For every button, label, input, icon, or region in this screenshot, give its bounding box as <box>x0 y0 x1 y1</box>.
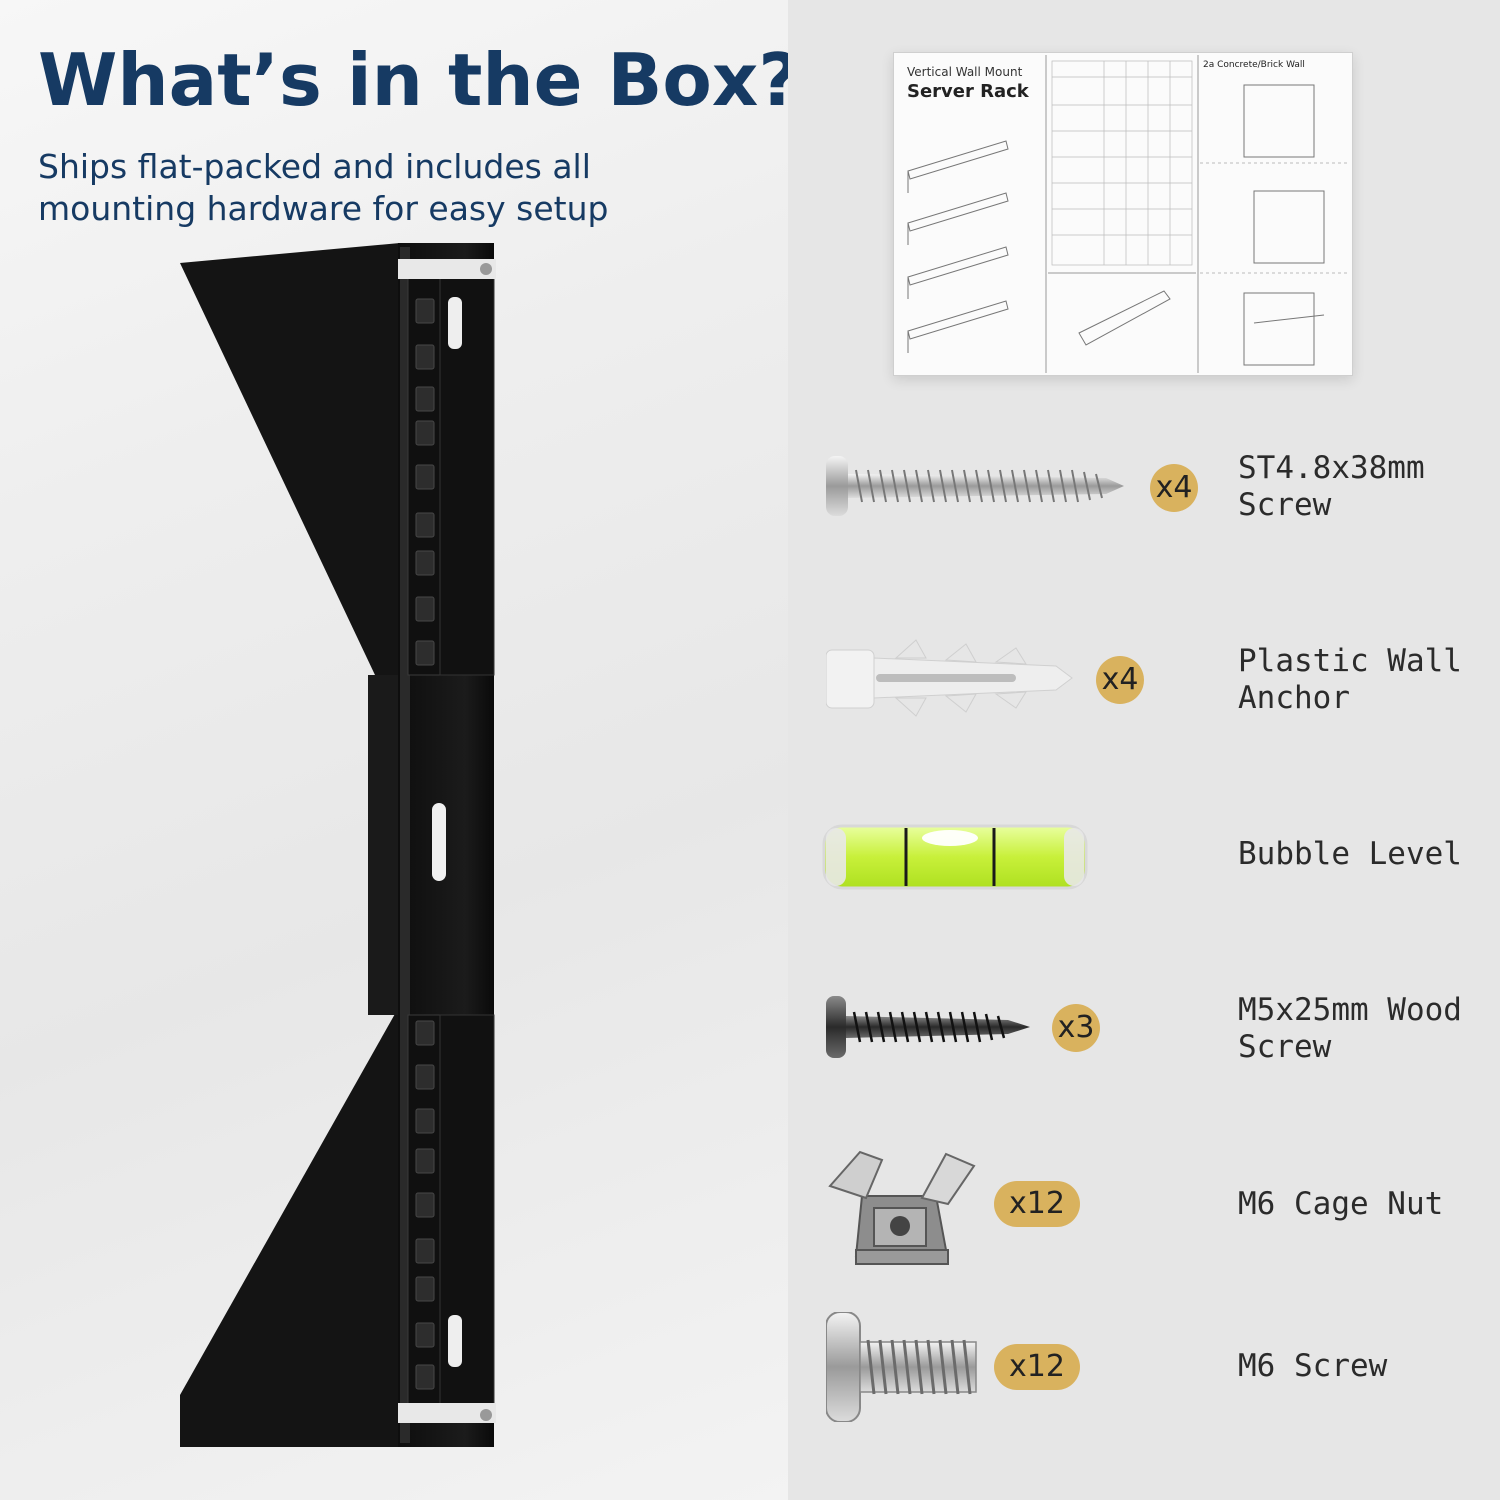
quantity-badge: x12 <box>994 1181 1080 1227</box>
quantity-badge: x4 <box>1150 464 1198 512</box>
part-label-line1: ST4.8x38mm <box>1238 450 1425 486</box>
wall-anchor-icon <box>826 639 1073 717</box>
manual-drawing <box>907 55 1350 373</box>
part-label-line2: Screw <box>1238 1029 1332 1065</box>
part-label: ST4.8x38mm Screw <box>1238 450 1425 524</box>
cage-nut-icon <box>828 1150 976 1265</box>
part-label-line1: M6 Screw <box>1238 1348 1388 1384</box>
part-label-line1: Plastic Wall <box>1238 643 1462 679</box>
bubble-level-icon <box>822 824 1088 890</box>
manual-title: Server Rack <box>907 81 1029 102</box>
self-tapping-screw-icon <box>826 456 1124 516</box>
part-label-line1: M5x25mm Wood <box>1238 992 1462 1028</box>
instruction-manual-image: Vertical Wall Mount Server Rack 2a Concr… <box>893 52 1353 376</box>
part-label: M5x25mm Wood Screw <box>1238 992 1462 1066</box>
wall-mount-rack-image <box>180 243 496 1447</box>
manual-title-small: Vertical Wall Mount <box>907 65 1023 79</box>
part-label: M6 Screw <box>1238 1348 1387 1385</box>
quantity-badge: x3 <box>1052 1004 1100 1052</box>
quantity-badge: x4 <box>1096 656 1144 704</box>
page-subtitle: Ships flat-packed and includes all mount… <box>38 147 609 228</box>
quantity-badge: x12 <box>994 1344 1080 1390</box>
part-label-line2: Screw <box>1238 487 1332 523</box>
part-label: Plastic Wall Anchor <box>1238 643 1462 717</box>
part-label-line1: M6 Cage Nut <box>1238 1186 1444 1222</box>
part-label-line2: Anchor <box>1238 680 1350 716</box>
part-label: M6 Cage Nut <box>1238 1186 1443 1223</box>
part-label: Bubble Level <box>1238 836 1462 873</box>
manual-section-label: 2a Concrete/Brick Wall <box>1203 60 1305 70</box>
machine-screw-icon <box>826 1312 977 1422</box>
part-label-line1: Bubble Level <box>1238 836 1462 872</box>
page-title: What’s in the Box? <box>38 38 788 122</box>
product-panel: What’s in the Box? Ships flat-packed and… <box>0 0 788 1500</box>
wood-screw-icon <box>826 996 1030 1058</box>
